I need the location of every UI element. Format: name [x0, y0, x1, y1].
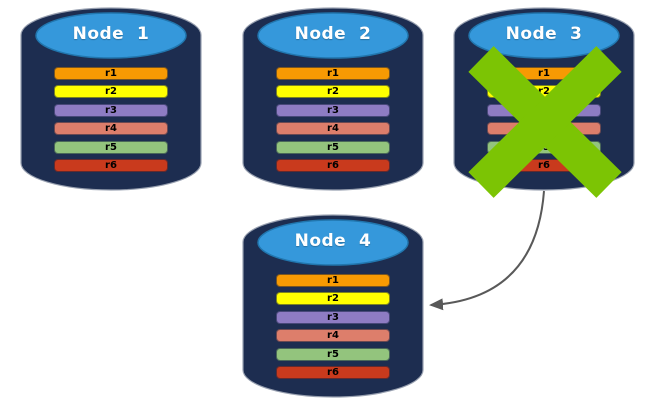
- node-4: Node 4 r1 r2 r3 r4 r5 r6: [242, 214, 424, 398]
- node-label: Node 2: [294, 24, 372, 44]
- replica-row-r4: r4: [276, 122, 390, 136]
- failover-arrow: [429, 190, 545, 311]
- cylinder-top-face: [468, 12, 620, 59]
- replica-row-r1: r1: [276, 274, 390, 287]
- node-label: Node 1: [72, 24, 150, 44]
- replica-row-r6: r6: [276, 158, 390, 172]
- replica-rows: r1 r2 r3 r4 r5 r6: [276, 274, 390, 379]
- replica-row-r3: r3: [276, 103, 390, 117]
- replica-row-r3: r3: [54, 103, 168, 117]
- node-1: Node 1 r1 r2 r3 r4 r5 r6: [20, 7, 202, 191]
- replica-rows: r1 r2 r3 r4 r5 r6: [276, 67, 390, 172]
- failure-x-icon: [468, 46, 622, 198]
- replica-row-r5: r5: [276, 347, 390, 361]
- replica-row-r4: r4: [276, 329, 390, 343]
- replica-row-r6: r6: [54, 158, 168, 172]
- node-2: Node 2 r1 r2 r3 r4 r5 r6: [242, 7, 424, 191]
- arrow-curve: [429, 190, 545, 311]
- replica-row-r2: r2: [54, 85, 168, 99]
- cylinder-top-face: [35, 12, 187, 59]
- replica-rows: r1 r2 r3 r4 r5 r6: [54, 67, 168, 172]
- node-3: Node 3 r1 r2 r3 r4 r5 r6: [453, 7, 635, 198]
- replica-row-r1: r1: [276, 67, 390, 80]
- node-label: Node 3: [505, 24, 583, 44]
- cylinder-top-face: [257, 219, 409, 266]
- replica-row-r1: r1: [54, 67, 168, 80]
- replica-row-r6: r6: [276, 365, 390, 379]
- replica-row-r5: r5: [54, 140, 168, 154]
- node-label: Node 4: [294, 231, 372, 251]
- replica-row-r2: r2: [276, 85, 390, 99]
- cylinder-top-face: [257, 12, 409, 59]
- replica-row-r3: r3: [276, 310, 390, 324]
- replica-row-r2: r2: [276, 292, 390, 306]
- replica-row-r4: r4: [54, 122, 168, 136]
- replica-row-r5: r5: [276, 140, 390, 154]
